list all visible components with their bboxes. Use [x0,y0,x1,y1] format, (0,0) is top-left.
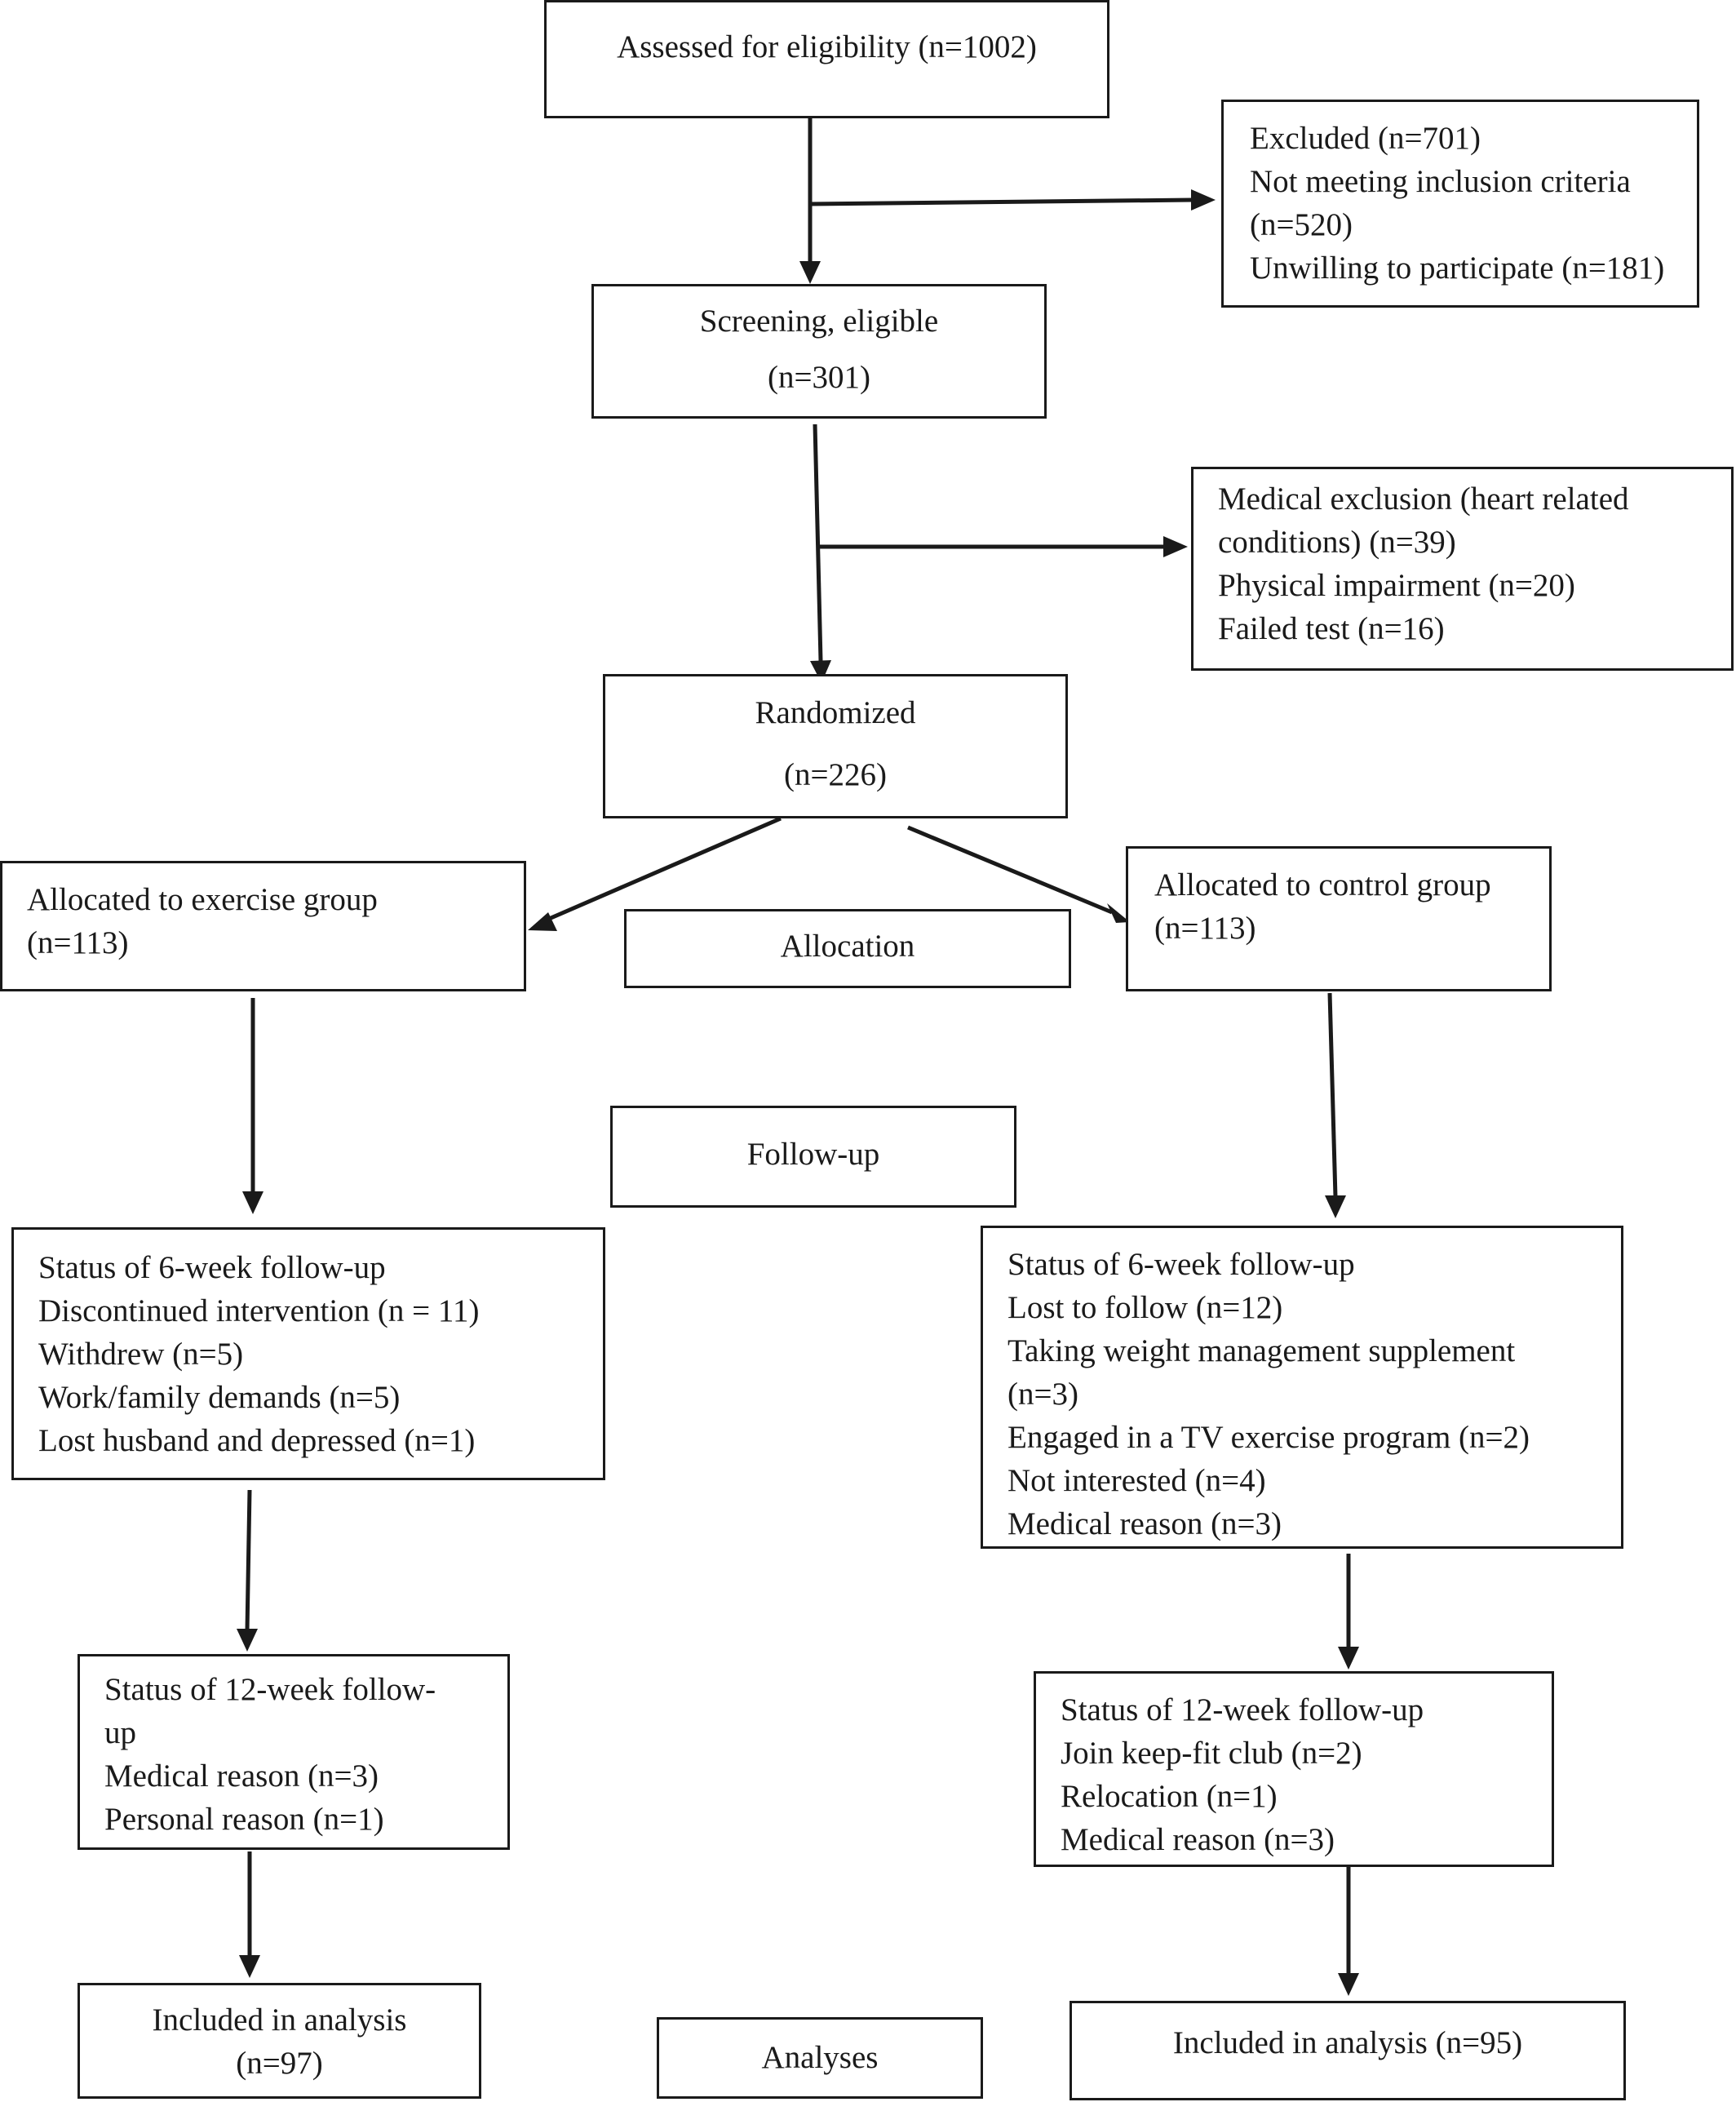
arrow-to-excluded [809,197,1194,206]
control-6wk-line: Taking weight management supplement [1008,1333,1516,1368]
arrowhead-medical-exclusion [1163,536,1188,557]
analyses-label: Analyses [761,2040,879,2075]
control-12wk-line: Medical reason (n=3) [1061,1822,1335,1857]
arrowhead-control-analysis [1338,1973,1359,1996]
screening-line: Screening, eligible [699,304,939,339]
arrowhead-exercise-6wk [242,1191,264,1214]
control-12wk-line: Join keep-fit club (n=2) [1061,1736,1362,1771]
exercise-12wk-line: Medical reason (n=3) [104,1758,379,1794]
control-analysis-box: Included in analysis (n=95) [1070,2001,1626,2100]
excluded-line: Not meeting inclusion criteria [1250,164,1631,199]
screening-box: Screening, eligible (n=301) [591,284,1047,419]
exercise-analysis-line: Included in analysis [152,2002,407,2038]
arrowhead-exercise-12wk [237,1629,258,1652]
exercise-6wk-line: Work/family demands (n=5) [38,1380,401,1415]
control-6wk-line: Engaged in a TV exercise program (n=2) [1008,1420,1530,1455]
randomized-line: Randomized [755,695,916,730]
exercise-6wk-box: Status of 6-week follow-up Discontinued … [11,1227,605,1480]
control-12wk-line: Status of 12-week follow-up [1061,1692,1424,1727]
medical-exclusion-box: Medical exclusion (heart related conditi… [1191,467,1734,671]
arrow-screening-to-randomized [813,424,823,662]
followup-label: Follow-up [746,1137,880,1172]
screening-line: (n=301) [768,360,870,395]
assessed-box: Assessed for eligibility (n=1002) [544,0,1109,118]
arrow-randomized-to-control [907,825,1113,915]
arrow-control-to-6wk [1327,992,1338,1198]
exercise-analysis-box: Included in analysis (n=97) [78,1983,481,2099]
arrowhead-randomized [810,660,831,683]
exercise-12wk-line: Personal reason (n=1) [104,1802,384,1837]
medical-exclusion-line: conditions) (n=39) [1218,525,1456,560]
exercise-analysis-line: (n=97) [236,2046,323,2081]
analyses-label-box: Analyses [657,2017,983,2099]
exercise-6wk-line: Discontinued intervention (n = 11) [38,1293,480,1328]
randomized-box: Randomized (n=226) [603,674,1068,818]
exercise-group-line: Allocated to exercise group [27,882,378,917]
excluded-box: Excluded (n=701) Not meeting inclusion c… [1221,100,1699,308]
randomized-line: (n=226) [784,757,887,792]
arrowhead-control-12wk [1338,1647,1359,1670]
control-6wk-box: Status of 6-week follow-up Lost to follo… [981,1226,1623,1549]
exercise-12wk-line: up [104,1715,136,1750]
arrowhead-excluded [1191,189,1216,211]
allocation-label-box: Allocation [624,909,1071,988]
exercise-6wk-line: Lost husband and depressed (n=1) [38,1423,476,1458]
followup-label-box: Follow-up [610,1106,1016,1208]
assessed-line: Assessed for eligibility (n=1002) [617,29,1037,64]
medical-exclusion-line: Medical exclusion (heart related [1218,481,1629,517]
control-12wk-line: Relocation (n=1) [1061,1779,1278,1814]
control-6wk-line: Status of 6-week follow-up [1008,1247,1355,1282]
control-6wk-line: (n=3) [1008,1377,1078,1412]
exercise-12wk-line: Status of 12-week follow- [104,1672,436,1707]
control-analysis-line: Included in analysis (n=95) [1172,2025,1523,2060]
arrowhead-exercise-analysis [239,1955,260,1978]
allocation-label: Allocation [780,929,915,964]
arrowhead-screening [799,261,821,284]
control-6wk-line: Lost to follow (n=12) [1008,1290,1283,1325]
excluded-line: Excluded (n=701) [1250,121,1481,156]
control-group-box: Allocated to control group (n=113) [1126,846,1552,991]
control-6wk-line: Not interested (n=4) [1008,1463,1266,1498]
exercise-group-box: Allocated to exercise group (n=113) [0,861,526,991]
arrowhead-control-6wk [1325,1195,1346,1218]
control-6wk-line: Medical reason (n=3) [1008,1506,1282,1541]
control-group-line: Allocated to control group [1154,867,1491,902]
arrow-exercise-6wk-to-12wk [245,1489,252,1631]
medical-exclusion-line: Physical impairment (n=20) [1218,568,1575,603]
exercise-group-line: (n=113) [27,925,129,960]
exercise-6wk-line: Withdrew (n=5) [38,1337,244,1372]
excluded-line: Unwilling to participate (n=181) [1250,251,1665,286]
arrow-randomized-to-exercise [542,816,782,924]
arrowhead-exercise-group [528,912,557,931]
arrowhead-control-group [1107,903,1130,923]
excluded-line: (n=520) [1250,207,1353,242]
control-group-line: (n=113) [1154,911,1256,946]
control-12wk-box: Status of 12-week follow-up Join keep-fi… [1034,1671,1554,1867]
exercise-12wk-box: Status of 12-week follow- up Medical rea… [78,1654,510,1850]
medical-exclusion-line: Failed test (n=16) [1218,611,1445,646]
exercise-6wk-line: Status of 6-week follow-up [38,1250,386,1285]
